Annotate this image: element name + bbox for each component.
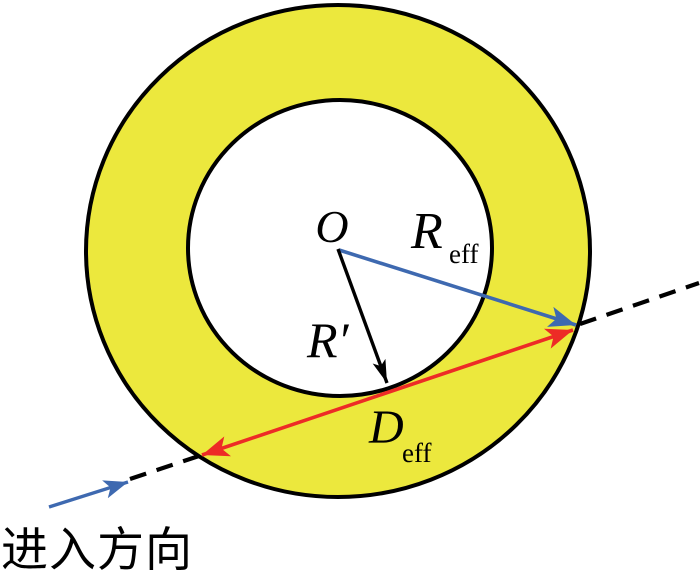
trajectory-dash-right	[579, 281, 700, 326]
inner-radius-label: R′	[306, 312, 350, 368]
inner-radius-arrow	[336, 248, 389, 384]
trajectory-dash-left	[129, 454, 200, 481]
effective-diameter-arrow	[201, 328, 574, 457]
effective-radius-label: R	[410, 203, 443, 260]
effective-radius-subscript: eff	[449, 239, 478, 269]
effective-radius-arrow	[338, 248, 577, 327]
entry-direction-arrow	[48, 480, 129, 509]
center-label: O	[315, 201, 348, 252]
entry-direction-label: 进入方向	[1, 525, 193, 577]
effective-diameter-label: D	[368, 401, 404, 454]
effective-diameter-subscript: eff	[402, 438, 431, 468]
